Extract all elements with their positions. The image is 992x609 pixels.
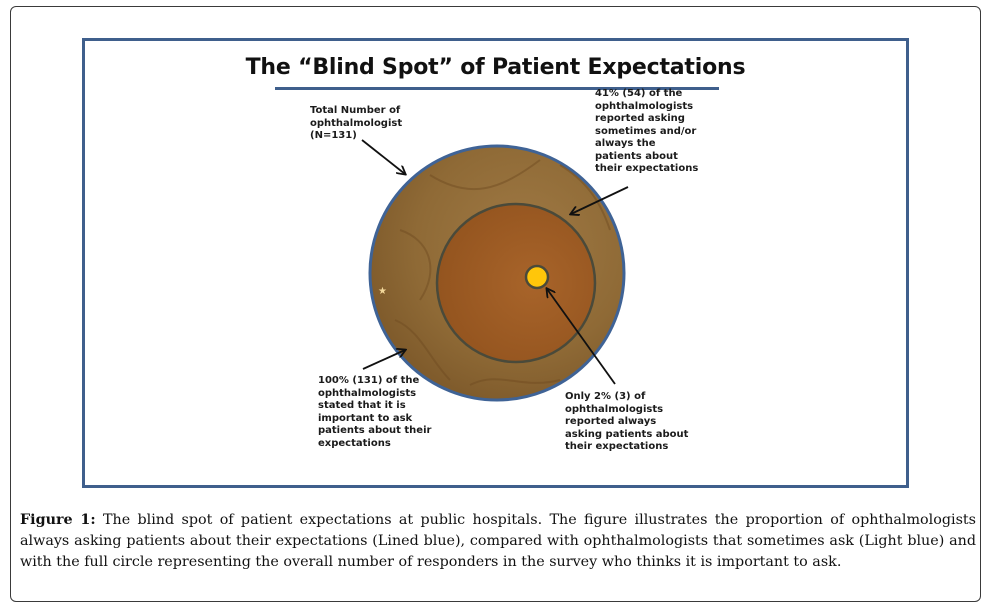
label-important: 100% (131) of the ophthalmologists state… [318,375,432,449]
label-total: Total Number of ophthalmologist (N=131) [310,105,403,141]
star-mark: ★ [378,286,387,297]
figure-box: The “Blind Spot” of Patient Expectations [82,38,909,488]
arrow-always [547,289,616,385]
arrow-important [362,350,405,370]
outer-frame [10,6,981,602]
retina-vessels [394,159,611,386]
inner-circle [524,264,550,290]
caption-text: The blind spot of patient expectations a… [20,512,976,570]
label-sometimes: 41% (54) of the ophthalmologists reporte… [595,88,699,174]
caption-label: Figure 1: [20,512,96,528]
title-underline [275,87,719,90]
figure-title: The “Blind Spot” of Patient Expectations [245,55,746,80]
arrow-sometimes [571,186,629,214]
figure-caption: Figure 1: The blind spot of patient expe… [20,510,976,573]
middle-circle [435,202,597,364]
label-always: Only 2% (3) of ophthalmologists reported… [565,391,689,452]
arrow-total [361,139,405,174]
